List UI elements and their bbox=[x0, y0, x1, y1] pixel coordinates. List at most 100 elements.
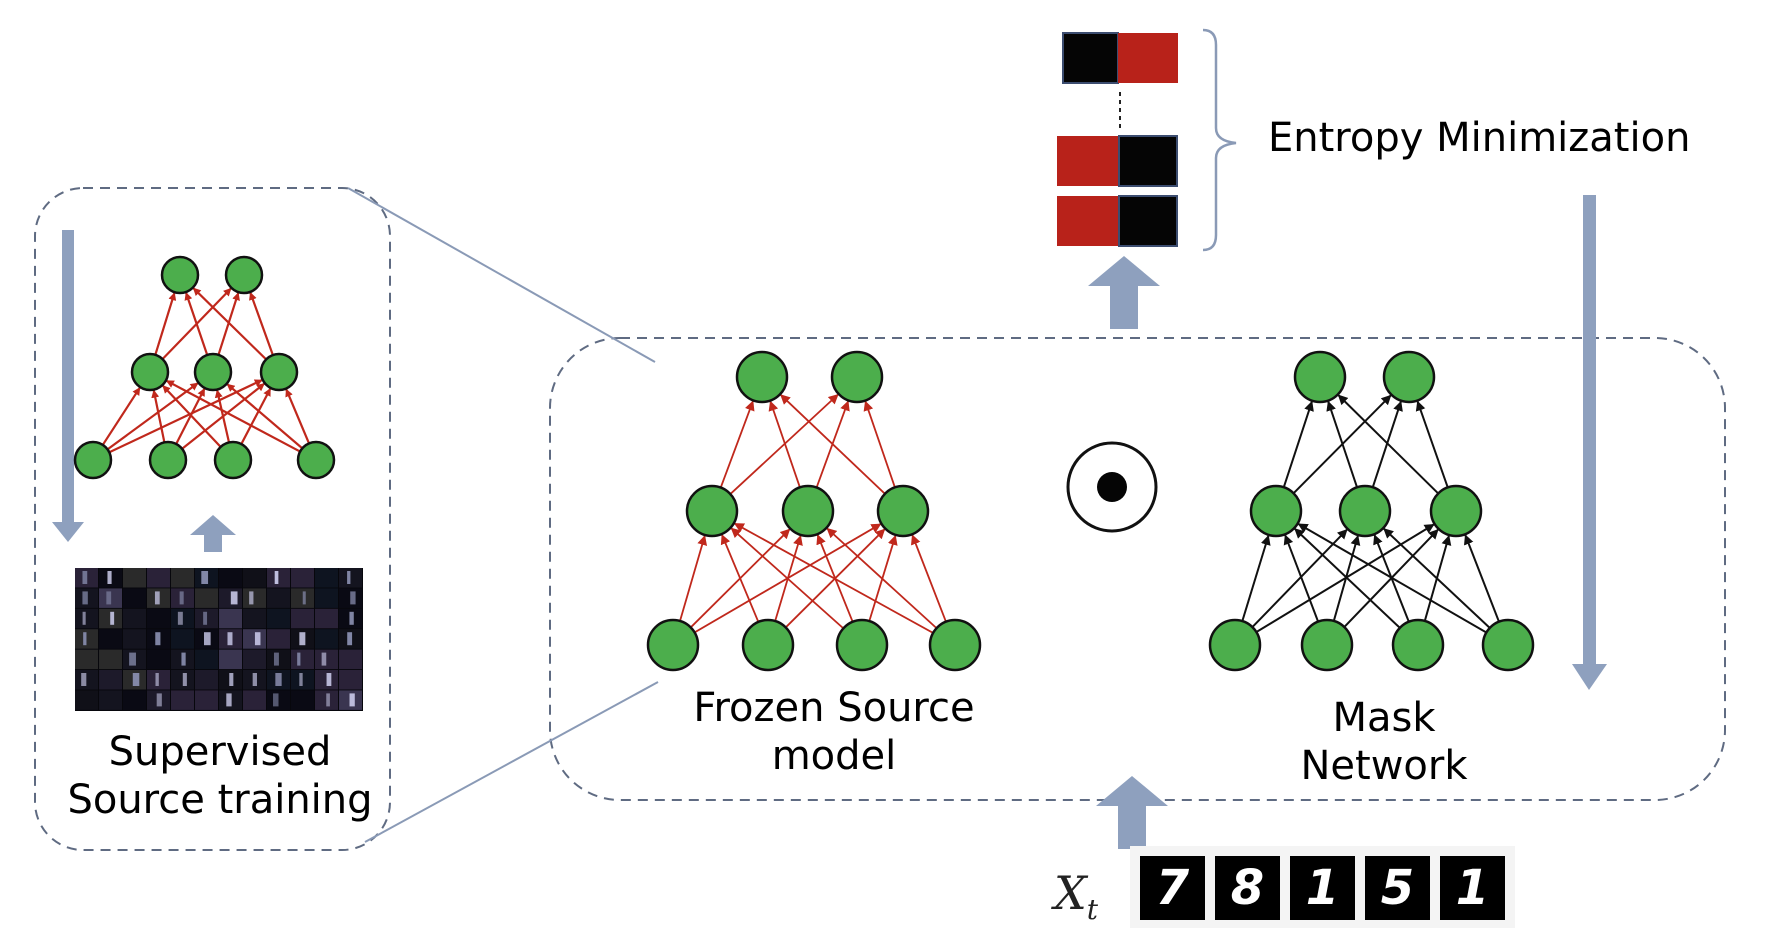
data-up-arrow bbox=[190, 515, 236, 552]
frozen-edge bbox=[685, 523, 882, 639]
mask-network-label: Mask Network bbox=[1254, 694, 1514, 790]
mosaic-glyph bbox=[203, 611, 208, 625]
mosaic-tile bbox=[123, 588, 146, 608]
mosaic-glyph bbox=[107, 571, 112, 584]
mask-node-l0-n2 bbox=[1391, 618, 1445, 672]
mosaic-glyph bbox=[299, 673, 303, 686]
mosaic-glyph bbox=[347, 571, 351, 584]
frozen-label-line1: Frozen Source bbox=[693, 685, 975, 731]
mosaic-tile bbox=[219, 568, 242, 588]
mosaic-tile bbox=[171, 568, 194, 588]
frozen-edge bbox=[778, 528, 886, 636]
mask-edge bbox=[1326, 400, 1362, 498]
left-node-l2-n0 bbox=[160, 255, 200, 295]
mask-edge bbox=[1421, 535, 1452, 631]
mask-node-l0-n0 bbox=[1208, 618, 1262, 672]
digit-image-5-glyph: 1 bbox=[1456, 860, 1489, 916]
frozen-edge bbox=[768, 400, 804, 498]
left-edge bbox=[156, 287, 232, 366]
mosaic-glyph bbox=[110, 611, 115, 625]
mosaic-glyph bbox=[349, 693, 355, 707]
input-up-arrow bbox=[1096, 776, 1168, 849]
left-node-l0-n3 bbox=[296, 440, 336, 480]
left-node-l0-n0 bbox=[73, 440, 113, 480]
zoom-connector-top bbox=[347, 187, 656, 363]
target-input-label: Xt bbox=[1054, 866, 1098, 926]
mask-label-line2: Network bbox=[1300, 743, 1468, 789]
mask-edge bbox=[1285, 394, 1392, 502]
mask-node-l0-n1 bbox=[1300, 618, 1354, 672]
mosaic-tile bbox=[123, 629, 146, 649]
left-node-l0-n1 bbox=[148, 440, 188, 480]
frozen-network-edges bbox=[676, 393, 951, 639]
frozen-source-model-label: Frozen Source model bbox=[664, 684, 1004, 780]
mosaic-tile bbox=[291, 568, 314, 588]
mask-node-l2-n0 bbox=[1293, 350, 1347, 404]
mosaic-tile bbox=[171, 670, 194, 690]
mosaic-tile bbox=[243, 568, 266, 588]
left-edge bbox=[226, 383, 309, 454]
mosaic-tile bbox=[75, 608, 98, 629]
frozen-edge bbox=[722, 393, 839, 502]
mosaic-tile bbox=[75, 629, 98, 649]
mosaic-glyph bbox=[252, 673, 257, 686]
mosaic-glyph bbox=[326, 673, 332, 686]
mask-edge bbox=[1336, 529, 1439, 635]
mosaic-glyph bbox=[82, 591, 88, 605]
mask-edge bbox=[1373, 534, 1414, 632]
mosaic-tile bbox=[339, 670, 362, 690]
digit-image-2-glyph: 8 bbox=[1231, 860, 1264, 916]
frozen-edge bbox=[780, 394, 893, 502]
mosaic-tile bbox=[147, 649, 170, 670]
mask-edge bbox=[1297, 523, 1496, 639]
digit-image-2 bbox=[1215, 856, 1280, 920]
mosaic-tile bbox=[243, 690, 266, 710]
frozen-edge bbox=[730, 527, 852, 636]
left-edge bbox=[192, 287, 273, 366]
digit-image-3-glyph: 1 bbox=[1306, 860, 1339, 916]
mosaic-glyph bbox=[273, 652, 279, 666]
frozen-node-l0-n1 bbox=[741, 618, 795, 672]
frozen-edge bbox=[812, 400, 850, 498]
frozen-node-l1-n1 bbox=[781, 484, 835, 538]
mosaic-glyph bbox=[274, 571, 279, 584]
output-bar-3-red bbox=[1057, 196, 1119, 246]
mosaic-tile bbox=[267, 629, 290, 649]
output-bar-3-black bbox=[1118, 195, 1178, 247]
mosaic-glyph bbox=[106, 591, 112, 605]
mosaic-tile bbox=[75, 670, 98, 690]
mosaic-glyph bbox=[275, 673, 282, 686]
mosaic-tile bbox=[123, 568, 146, 588]
mask-edge bbox=[1247, 523, 1435, 639]
left-edge bbox=[162, 385, 227, 453]
left-edge bbox=[165, 379, 307, 456]
prediction-outputs bbox=[1057, 32, 1178, 247]
mosaic-tile bbox=[267, 608, 290, 629]
mask-edge bbox=[1415, 400, 1452, 498]
left-edge bbox=[214, 389, 232, 450]
mosaic-tile bbox=[147, 608, 170, 629]
mosaic-tile bbox=[171, 629, 194, 649]
target-input-subscript: t bbox=[1086, 893, 1099, 927]
digit-image-1 bbox=[1140, 856, 1205, 920]
frozen-edge bbox=[911, 534, 951, 632]
mosaic-tile bbox=[315, 568, 338, 588]
left-edge bbox=[175, 382, 265, 455]
mosaic-tile bbox=[291, 690, 314, 710]
right-down-arrow bbox=[1572, 195, 1607, 690]
mosaic-glyph bbox=[254, 632, 261, 646]
mosaic-tile bbox=[243, 608, 266, 629]
mosaic-tile bbox=[315, 629, 338, 649]
mask-edge bbox=[1464, 534, 1504, 632]
frozen-edge bbox=[865, 534, 898, 631]
mosaic-tile bbox=[315, 649, 338, 670]
mosaic-glyph bbox=[156, 693, 162, 707]
mosaic-glyph bbox=[155, 632, 161, 646]
mask-edge bbox=[1368, 400, 1403, 498]
left-node-l2-n1 bbox=[224, 255, 264, 295]
left-edge bbox=[101, 382, 199, 455]
network-nodes bbox=[73, 255, 1535, 672]
mask-edge bbox=[1330, 535, 1361, 631]
mosaic-tile bbox=[243, 629, 266, 649]
